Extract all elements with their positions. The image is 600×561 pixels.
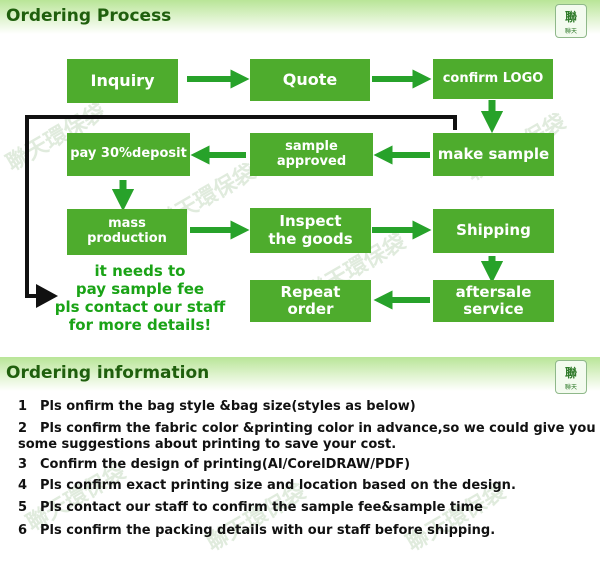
step-repeat-order-line2: order bbox=[287, 300, 334, 318]
step-confirm-logo: confirm LOGO bbox=[433, 59, 553, 99]
step-inquiry: Inquiry bbox=[67, 59, 178, 103]
info-item-text: some suggestions about printing to save … bbox=[18, 437, 397, 452]
feedback-loop-arrowhead bbox=[36, 284, 58, 308]
info-item: 4 Pls confirm exact printing size and loc… bbox=[18, 478, 516, 493]
info-item-number: 4 bbox=[18, 478, 28, 493]
step-sample-approved: sample approved bbox=[250, 133, 373, 176]
feedback-loop-line bbox=[25, 115, 457, 298]
step-sample-approved-line2: approved bbox=[276, 153, 347, 169]
info-item-text: Pls onfirm the bag style &bag size(style… bbox=[40, 399, 416, 414]
step-repeat-order: Repeat order bbox=[250, 280, 371, 322]
info-item-number: 6 bbox=[18, 523, 28, 538]
step-pay-deposit: pay 30%deposit bbox=[67, 133, 190, 176]
step-make-sample-label: make sample bbox=[437, 144, 550, 163]
ordering-information-title: Ordering information bbox=[6, 363, 210, 383]
step-aftersale-line1: aftersale bbox=[455, 282, 532, 301]
info-item: 5 Pls contact our staff to confirm the sa… bbox=[18, 500, 483, 515]
sample-fee-note-line1: it needs to bbox=[94, 262, 186, 280]
sample-fee-note: it needs to pay sample fee pls contact o… bbox=[30, 262, 250, 334]
info-item: 1 Pls onfirm the bag style &bag size(styl… bbox=[18, 399, 416, 414]
step-quote-label: Quote bbox=[282, 69, 338, 89]
info-item-number: 2 bbox=[18, 421, 28, 436]
step-sample-approved-line1: sample bbox=[285, 138, 338, 154]
step-inquiry-label: Inquiry bbox=[90, 70, 155, 90]
info-item: 6 Pls confirm the packing details with ou… bbox=[18, 523, 495, 538]
step-confirm-logo-label: confirm LOGO bbox=[442, 70, 544, 86]
ordering-process-title: Ordering Process bbox=[6, 6, 172, 26]
step-aftersale-service: aftersale service bbox=[433, 280, 554, 322]
sample-fee-note-line4: for more details! bbox=[68, 316, 212, 334]
info-item-text: Confirm the design of printing(AI/CorelD… bbox=[40, 457, 411, 472]
info-item-text: Pls confirm exact printing size and loca… bbox=[40, 478, 516, 493]
step-inspect-goods-line1: Inspect bbox=[279, 212, 342, 231]
step-pay-deposit-label: pay 30%deposit bbox=[70, 146, 187, 162]
step-inspect-goods-line2: the goods bbox=[268, 229, 353, 248]
info-item-text: Pls contact our staff to confirm the sam… bbox=[40, 500, 483, 515]
sample-fee-note-line2: pay sample fee bbox=[75, 280, 205, 298]
step-mass-production-line1: mass bbox=[108, 216, 146, 232]
step-inspect-goods: Inspect the goods bbox=[250, 208, 371, 253]
info-item: 3 Confirm the design of printing(AI/Corel… bbox=[18, 457, 410, 472]
brand-logo-icon: 聯聯天 bbox=[555, 360, 587, 394]
ordering-process-header: Ordering Process bbox=[0, 0, 600, 34]
ordering-information-header: Ordering information bbox=[0, 357, 600, 391]
info-item-number: 1 bbox=[18, 399, 28, 414]
info-item-number: 3 bbox=[18, 457, 28, 472]
sample-fee-note-line3: pls contact our staff bbox=[54, 298, 226, 316]
step-repeat-order-line1: Repeat bbox=[280, 282, 341, 301]
step-shipping: Shipping bbox=[433, 209, 554, 253]
info-item-number: 5 bbox=[18, 500, 28, 515]
info-item-text: Pls confirm the packing details with our… bbox=[40, 523, 496, 538]
step-shipping-label: Shipping bbox=[456, 221, 531, 240]
step-mass-production: mass production bbox=[67, 209, 187, 255]
step-make-sample: make sample bbox=[433, 133, 554, 176]
info-item: 2 Pls confirm the fabric color &printing … bbox=[18, 421, 596, 436]
step-aftersale-line2: service bbox=[463, 300, 524, 318]
step-quote: Quote bbox=[250, 59, 370, 101]
brand-logo-icon: 聯聯天 bbox=[555, 4, 587, 38]
info-item-text: Pls confirm the fabric color &printing c… bbox=[40, 421, 596, 436]
info-item-continuation: some suggestions about printing to save … bbox=[18, 437, 396, 452]
step-mass-production-line2: production bbox=[87, 231, 167, 246]
